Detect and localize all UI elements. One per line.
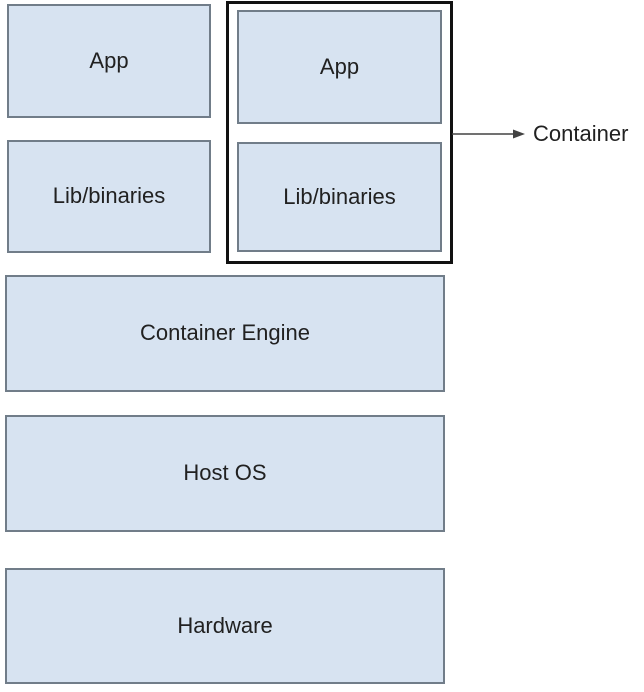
box-app-left: App <box>7 4 211 118</box>
container-group-border: App Lib/binaries <box>226 1 453 264</box>
box-lib-binaries-left-label: Lib/binaries <box>52 183 166 209</box>
container-arrow <box>452 129 525 139</box>
box-lib-binaries-container: Lib/binaries <box>237 142 442 252</box>
box-lib-binaries-left: Lib/binaries <box>7 140 211 253</box>
box-host-os-label: Host OS <box>183 460 267 486</box>
box-container-engine-label: Container Engine <box>139 320 310 346</box>
box-app-container: App <box>237 10 442 124</box>
box-host-os: Host OS <box>5 415 445 532</box>
box-hardware: Hardware <box>5 568 445 684</box>
box-lib-binaries-container-label: Lib/binaries <box>283 183 396 209</box>
box-hardware-label: Hardware <box>177 612 273 638</box>
box-app-left-label: App <box>89 47 129 73</box>
box-container-engine: Container Engine <box>5 275 445 392</box>
container-label: Container <box>533 121 629 146</box>
box-app-container-label: App <box>319 53 360 79</box>
